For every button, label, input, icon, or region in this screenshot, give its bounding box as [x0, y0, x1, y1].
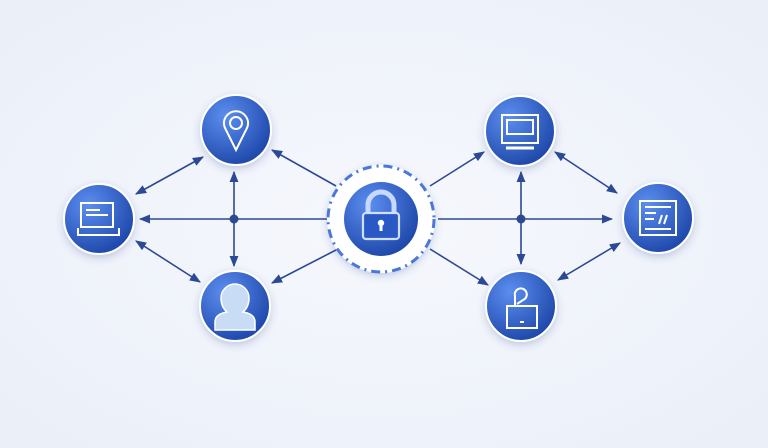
node-left[interactable]: [63, 183, 135, 255]
node-lock[interactable]: [326, 164, 436, 274]
edge-lock-bottomright: [429, 248, 489, 286]
code-document-icon: [639, 200, 677, 236]
node-right[interactable]: [622, 182, 694, 254]
edge-left-topleft: [135, 156, 204, 195]
node-top-right[interactable]: [484, 95, 556, 167]
monitor-icon: [501, 114, 539, 150]
node-top-left[interactable]: [200, 94, 272, 166]
edge-lock-bottomleft: [271, 249, 337, 284]
user-icon: [214, 283, 256, 331]
location-pin-icon: [223, 110, 249, 153]
node-bottom-left[interactable]: [199, 270, 271, 342]
padlock-icon: [361, 189, 401, 241]
edge-right-bottomright: [557, 242, 621, 281]
edge-lock-topleft: [271, 149, 337, 187]
edge-left-bottomleft: [135, 240, 201, 283]
laptop-user-icon: [506, 287, 538, 329]
document-tray-icon: [77, 202, 120, 236]
junction-right: [516, 214, 526, 224]
node-bottom-right[interactable]: [485, 270, 557, 342]
junction-left: [229, 214, 239, 224]
edge-lock-topright: [429, 151, 485, 187]
edge-topright-right: [554, 151, 618, 194]
